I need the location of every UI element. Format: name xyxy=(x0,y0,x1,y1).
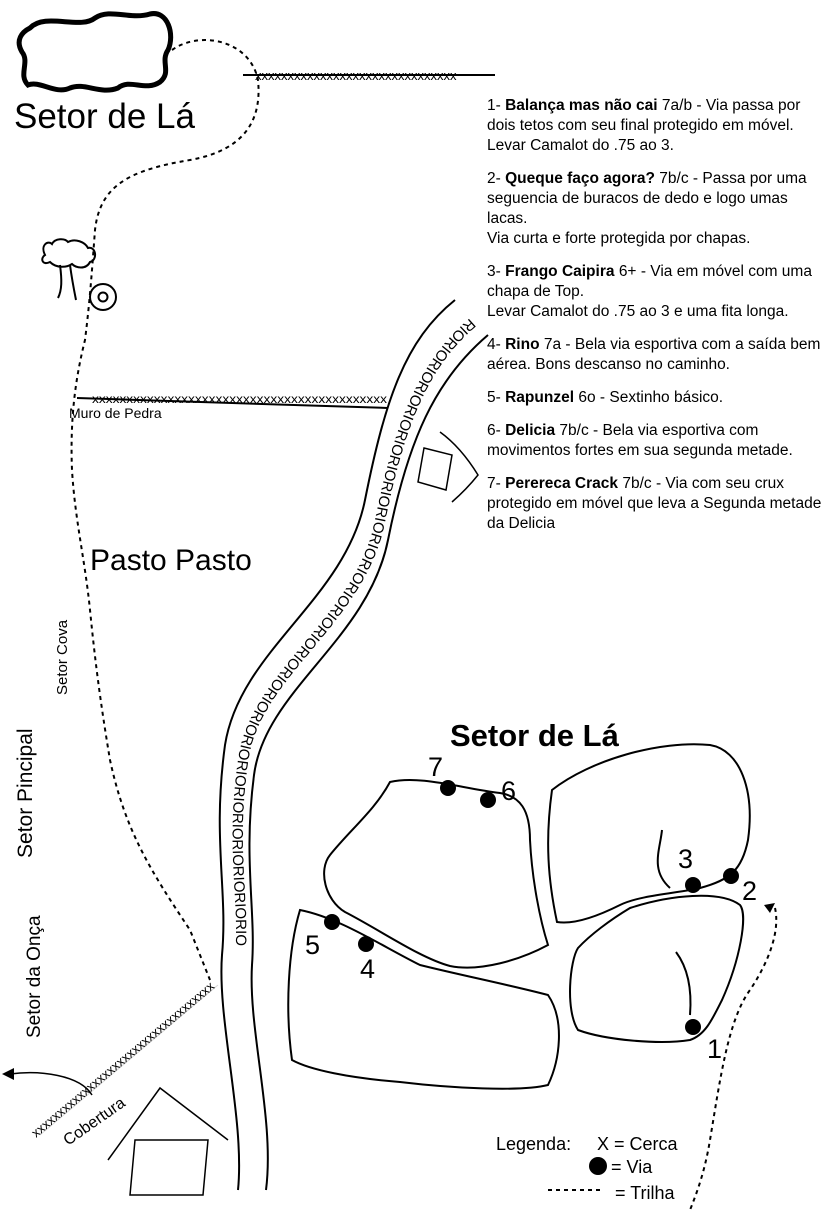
river-label: RIORIORIORIORIORIORIORIORIORIORIORIORIOR… xyxy=(229,315,479,946)
route-item-5: 5- Rapunzel 6o - Sextinho básico. xyxy=(487,388,832,408)
boulder-c xyxy=(569,894,745,1043)
fence-bottom-text: xxxxxxxxxxxxxxxxxxxxxxxxxxxxxxxxxxxx xyxy=(28,978,217,1140)
legend-route: = Via xyxy=(611,1157,653,1177)
route-item-7: 7- Perereca Crack 7b/c - Via com seu cru… xyxy=(487,474,832,534)
trail-detail xyxy=(689,907,778,1211)
route-grade: 6o xyxy=(578,389,596,406)
cobertura-arrow xyxy=(9,1071,93,1096)
route-number-1: 1 xyxy=(707,1034,722,1064)
route-desc: - Bela via esportiva com movimentos fort… xyxy=(487,422,793,459)
house-icon xyxy=(107,1086,229,1196)
route-desc: - Passa por uma seguencia de buracos de … xyxy=(487,170,807,227)
hut-icon xyxy=(417,431,479,503)
sector-onca-label: Setor da Onça xyxy=(24,915,45,1038)
route-desc: - Via com seu crux protegido em móvel qu… xyxy=(487,475,822,532)
tree-icon xyxy=(41,238,96,301)
boulder-a xyxy=(323,778,550,969)
route-number-2: 2 xyxy=(742,876,757,906)
boulder-outline xyxy=(16,11,174,93)
route-name: Queque faço agora? xyxy=(505,170,655,187)
route-list: 1- Balança mas não cai 7a/b - Via passa … xyxy=(487,96,832,547)
route-num: 5- xyxy=(487,389,501,406)
route-desc: - Via passa por dois tetos com seu final… xyxy=(487,97,801,134)
detail-title: Setor de Lá xyxy=(450,718,620,753)
legend: Legenda: X = Cerca = Via = Trilha xyxy=(496,1134,679,1203)
fence-top: xxxxxxxxxxxxxxxxxxxxxxxxxxxxxxx xyxy=(255,68,457,83)
route-extra: Levar Camalot do .75 ao 3 e uma fita lon… xyxy=(487,303,789,320)
trail-arrow-icon xyxy=(764,903,775,913)
route-name: Rino xyxy=(505,336,540,353)
sector-cova-label: Setor Cova xyxy=(54,619,71,695)
pasture-label: Pasto Pasto xyxy=(90,544,252,577)
target-marker-icon xyxy=(89,283,117,311)
route-dot-5[interactable] xyxy=(324,914,340,930)
route-grade: 7a xyxy=(543,336,562,353)
trail-main xyxy=(70,39,260,981)
route-item-4: 4- Rino 7a - Bela via esportiva com a sa… xyxy=(487,335,832,375)
route-name: Perereca Crack xyxy=(505,475,619,492)
route-num: 4- xyxy=(487,336,501,353)
route-num: 3- xyxy=(487,263,501,280)
route-desc: - Bela via esportiva com a saída bem aér… xyxy=(487,336,821,373)
route-number-5: 5 xyxy=(305,930,320,960)
top-sector-title: Setor de Lá xyxy=(14,97,195,136)
sector-principal-label: Setor Pincipal xyxy=(14,728,37,858)
wall-label: Muro de Pedra xyxy=(69,405,162,421)
route-extra: Via curta e forte protegida por chapas. xyxy=(487,230,751,247)
route-item-3: 3- Frango Caipira 6+ - Via em móvel com … xyxy=(487,262,832,322)
legend-trail: = Trilha xyxy=(615,1183,676,1203)
route-num: 2- xyxy=(487,170,501,187)
route-num: 7- xyxy=(487,475,501,492)
river-bank-right xyxy=(248,334,489,1191)
route-grade: 7a/b xyxy=(661,97,693,114)
route-desc: - Via em móvel com uma chapa de Top. xyxy=(487,263,812,300)
route-name: Rapunzel xyxy=(505,389,575,406)
route-desc: - Sextinho básico. xyxy=(599,389,724,406)
route-number-6: 6 xyxy=(501,776,516,806)
route-item-2: 2- Queque faço agora? 7b/c - Passa por u… xyxy=(487,169,832,249)
route-dot-3[interactable] xyxy=(685,877,701,893)
route-grade: 6+ xyxy=(618,263,637,280)
route-name: Balança mas não cai xyxy=(505,97,658,114)
route-name: Delicia xyxy=(505,422,556,439)
boulder-d xyxy=(287,908,560,1090)
fence-bottom: xxxxxxxxxxxxxxxxxxxxxxxxxxxxxxxxxxxx xyxy=(28,978,217,1140)
boulder-b xyxy=(547,743,751,924)
route-num: 6- xyxy=(487,422,501,439)
route-number-4: 4 xyxy=(360,954,375,984)
route-dot-4[interactable] xyxy=(358,936,374,952)
route-grade: 7b/c xyxy=(559,422,589,439)
route-number-3: 3 xyxy=(678,844,693,874)
route-extra: Levar Camalot do .75 ao 3. xyxy=(487,137,674,154)
route-grade: 7b/c xyxy=(622,475,652,492)
crack-3 xyxy=(656,829,671,889)
route-num: 1- xyxy=(487,97,501,114)
river-label-text: RIORIORIORIORIORIORIORIORIORIORIORIORIOR… xyxy=(229,315,479,946)
crack-1 xyxy=(675,951,692,1016)
route-dot-1[interactable] xyxy=(685,1019,701,1035)
route-name: Frango Caipira xyxy=(505,263,615,280)
legend-title: Legenda: xyxy=(496,1134,571,1154)
legend-fence: X = Cerca xyxy=(597,1134,679,1154)
route-item-1: 1- Balança mas não cai 7a/b - Via passa … xyxy=(487,96,832,156)
river-bank-left xyxy=(218,299,456,1191)
route-dot-2[interactable] xyxy=(723,868,739,884)
arrow-head-icon xyxy=(2,1068,14,1080)
detail-boulders xyxy=(287,743,751,1090)
fence-wall: xxxxxxxxxxxxxxxxxxxxxxxxxxxxxxxxxxxxxxxx… xyxy=(92,392,387,406)
route-number-7: 7 xyxy=(428,752,443,782)
legend-route-icon xyxy=(589,1157,607,1175)
route-item-6: 6- Delicia 7b/c - Bela via esportiva com… xyxy=(487,421,832,461)
route-dot-7[interactable] xyxy=(440,780,456,796)
route-dot-6[interactable] xyxy=(480,792,496,808)
route-grade: 7b/c xyxy=(659,170,689,187)
